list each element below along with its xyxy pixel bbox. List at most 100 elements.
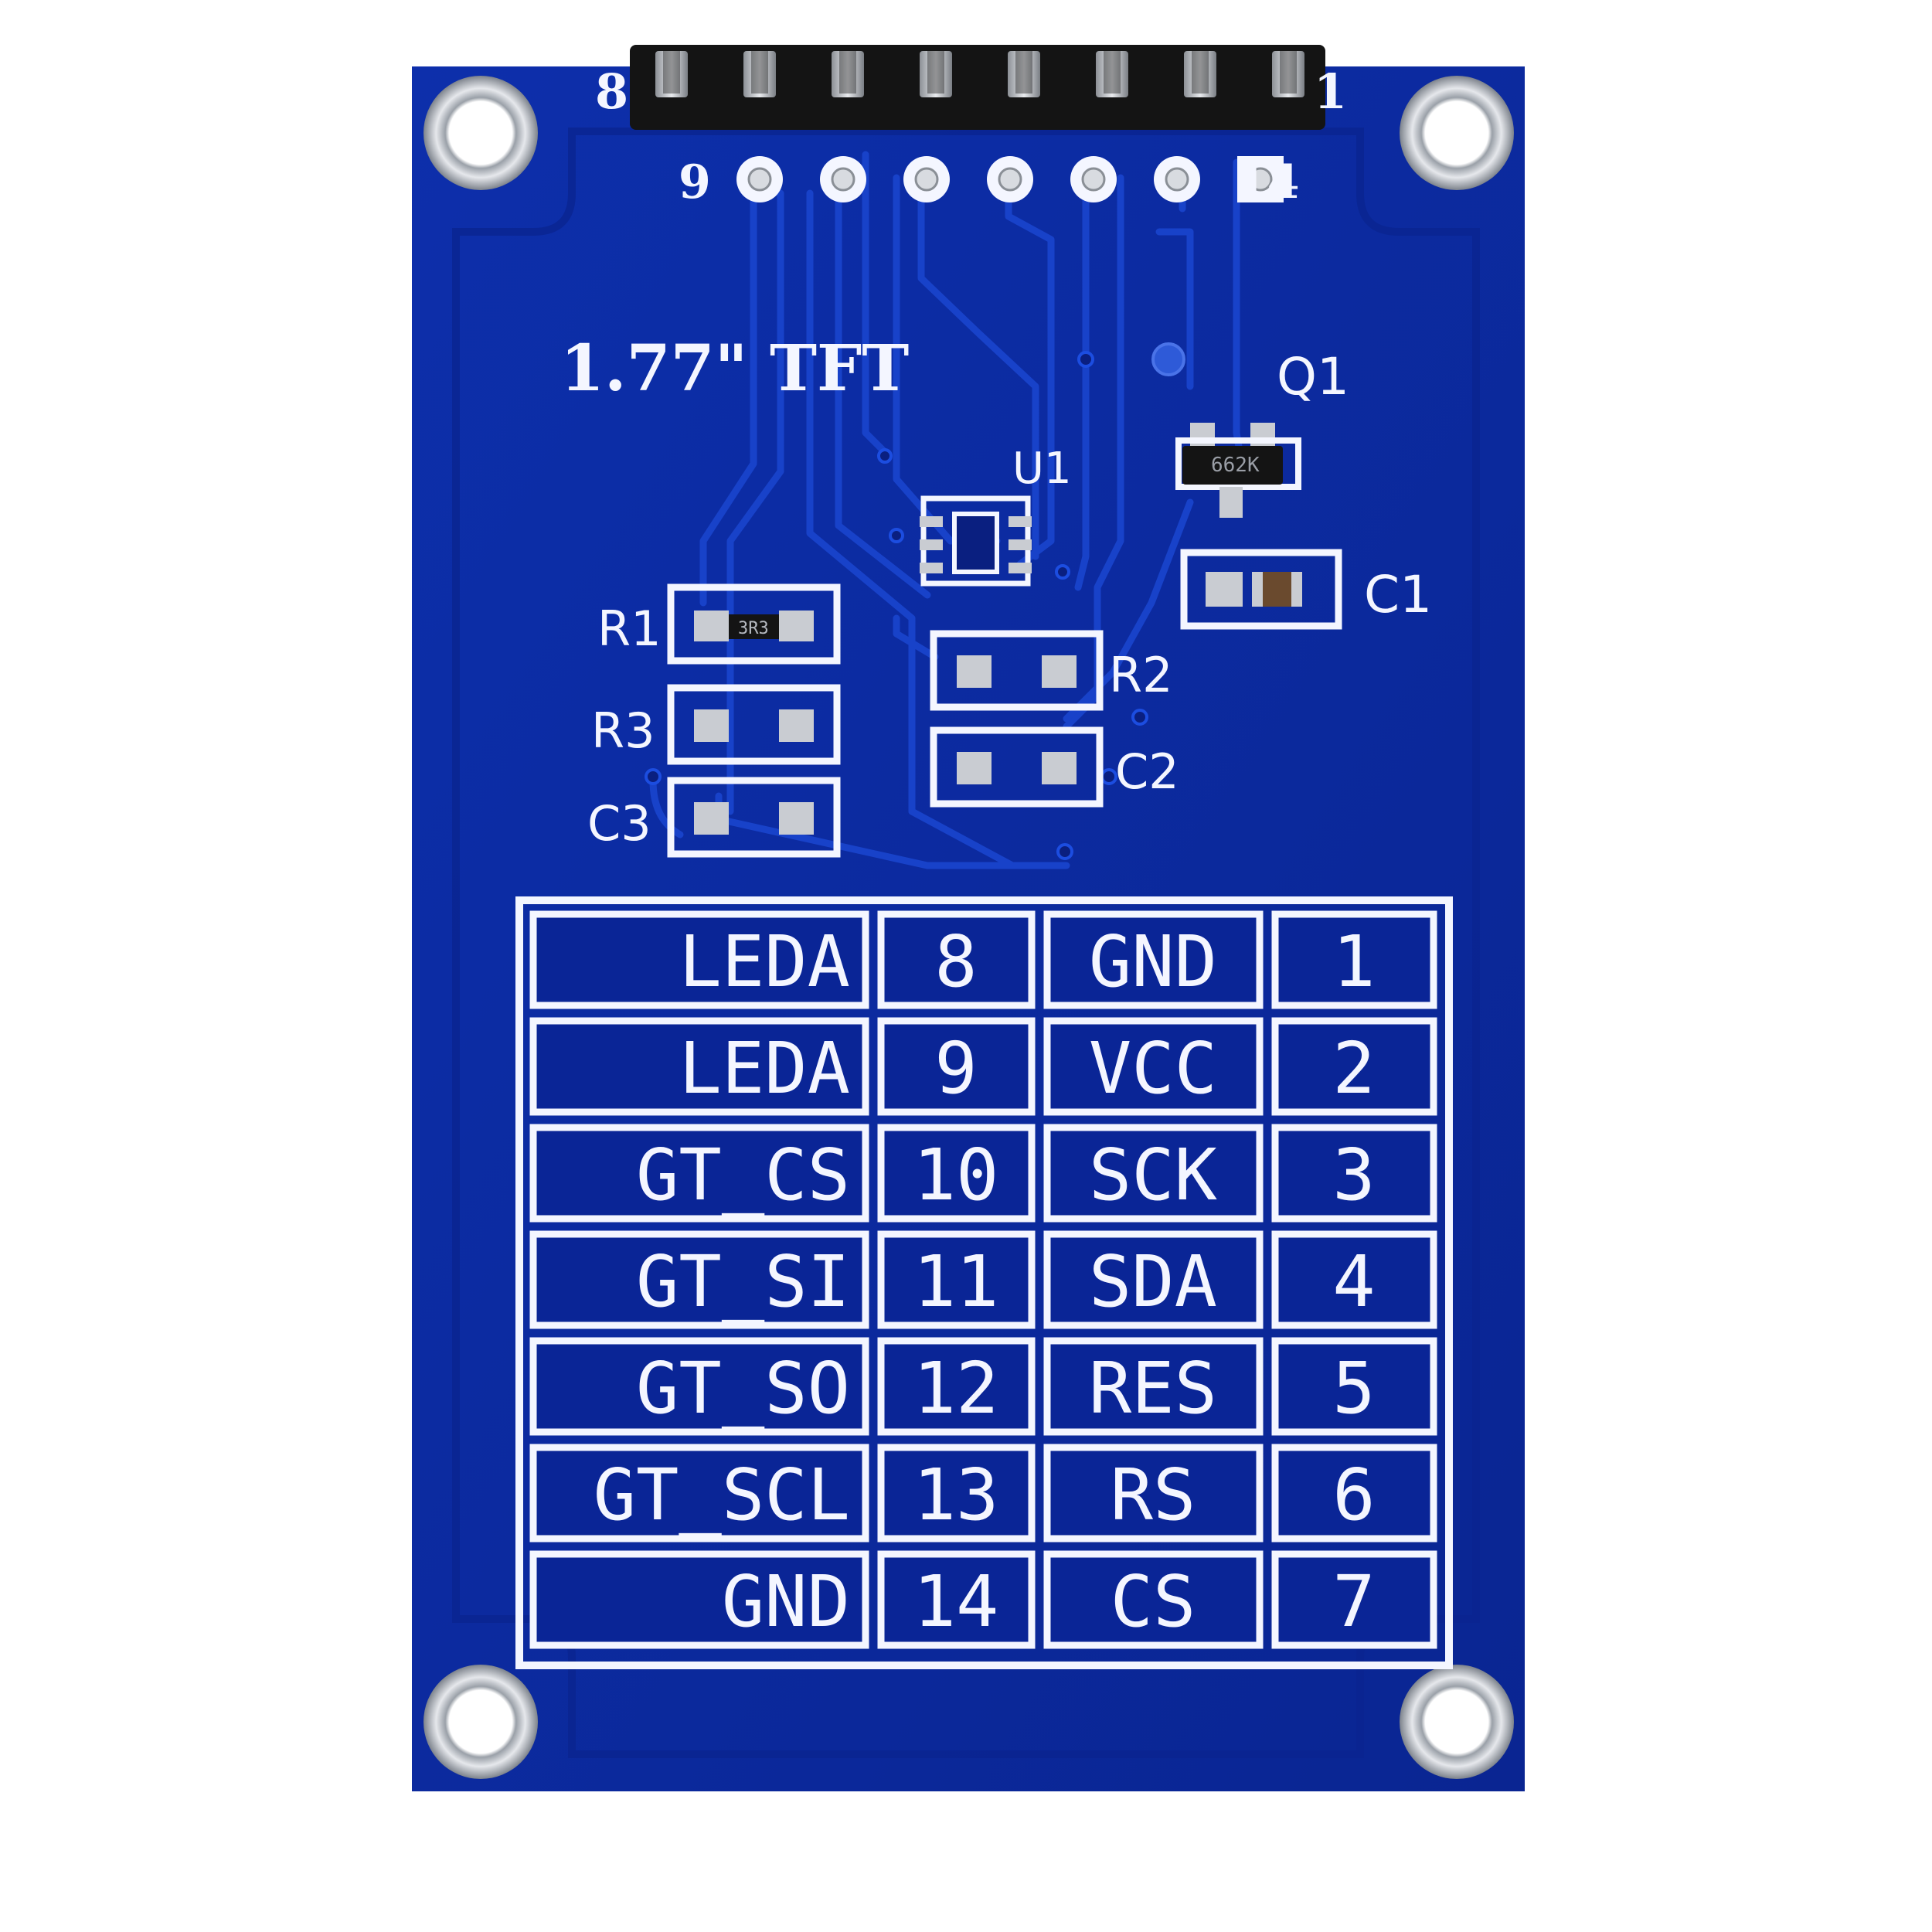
pinout-cell xyxy=(1043,1337,1264,1436)
pinout-cell xyxy=(1271,1550,1437,1649)
r2-label: R2 xyxy=(1109,647,1173,703)
mounting-hole-bottom-right xyxy=(1400,1665,1514,1779)
pin-name: GT_SO xyxy=(636,1347,850,1430)
pinout-cell xyxy=(529,1124,869,1223)
pin-name: VCC xyxy=(1089,1027,1217,1110)
pin-number: 4 xyxy=(1332,1240,1375,1323)
pin-name: GT_SI xyxy=(636,1240,850,1323)
header-pin-shadow xyxy=(1015,51,1032,94)
pin-name: LEDA xyxy=(679,920,850,1003)
pin-number: 2 xyxy=(1332,1027,1375,1110)
header-pin-shadow xyxy=(927,51,944,94)
pinout-cell xyxy=(529,1230,869,1329)
pin-name: CS xyxy=(1111,1560,1196,1643)
pin-number: 14 xyxy=(913,1560,999,1643)
pad-hole xyxy=(831,167,855,192)
c1-label: C1 xyxy=(1364,565,1432,624)
pinout-cell xyxy=(1271,1230,1437,1329)
header-pin-shadow xyxy=(839,51,856,94)
pinout-cell xyxy=(529,910,869,1009)
header-pin-shadow xyxy=(751,51,768,94)
q1-label: Q1 xyxy=(1277,347,1349,406)
pin-name: GND xyxy=(722,1560,850,1643)
pinout-cell xyxy=(1043,1124,1264,1223)
r2-pad: R2 xyxy=(930,630,1173,711)
header-pin-shadow xyxy=(663,51,680,94)
pinout-cell xyxy=(877,1124,1036,1223)
pad-hole xyxy=(747,167,772,192)
pinout-cell xyxy=(1271,1444,1437,1543)
r3-pad: R3 xyxy=(591,684,841,765)
header-pin xyxy=(832,51,864,97)
pinout-cell xyxy=(529,1337,869,1436)
pin-name: SCK xyxy=(1089,1134,1218,1216)
c3-pad: C3 xyxy=(587,777,841,858)
header-label-top-left: 8 xyxy=(595,63,628,120)
pinout-table-frame xyxy=(515,896,1453,1669)
pinout-cell xyxy=(1271,1337,1437,1436)
header-pin xyxy=(1096,51,1128,97)
r1-resistor: 3R3 R1 xyxy=(597,583,841,665)
pinout-cell xyxy=(877,910,1036,1009)
pinout-cell xyxy=(877,1230,1036,1329)
pad-hole xyxy=(1081,167,1106,192)
pinout-cell xyxy=(1271,1017,1437,1116)
pad-hole xyxy=(1248,167,1273,192)
pin-name: SDA xyxy=(1089,1240,1217,1323)
header-pin xyxy=(743,51,776,97)
header-pin-shadow xyxy=(1192,51,1209,94)
header-pin-shadow xyxy=(1280,51,1297,94)
header-pin xyxy=(655,51,688,97)
r1-label: R1 xyxy=(597,600,662,657)
header-label-top-right: 1 xyxy=(1314,63,1347,120)
mounting-hole-top-left xyxy=(423,76,538,190)
r1-marking: 3R3 xyxy=(738,619,769,638)
c2-pad: C2 xyxy=(930,726,1179,808)
pinout-cell xyxy=(1043,1230,1264,1329)
header-pin-shadow xyxy=(1104,51,1121,94)
pin-number: 11 xyxy=(913,1240,999,1323)
pin-number: 1 xyxy=(1332,920,1375,1003)
pad-label-right: 14 xyxy=(1235,155,1300,209)
mounting-holes xyxy=(423,76,1514,1779)
header-pin xyxy=(1184,51,1216,97)
pinout-cell xyxy=(877,1337,1036,1436)
pin-number: 12 xyxy=(913,1347,999,1430)
pinout-cell xyxy=(877,1017,1036,1116)
pin-header: 8 1 xyxy=(595,45,1347,130)
c1-capacitor: C1 xyxy=(1180,549,1432,630)
pin-name: LEDA xyxy=(679,1027,850,1110)
header-pin xyxy=(1272,51,1304,97)
pin-number: 7 xyxy=(1332,1560,1375,1643)
pinout-row: GND 14 CS 7 xyxy=(529,1550,1437,1649)
pin-name: GT_SCL xyxy=(594,1454,850,1536)
pin-name: RES xyxy=(1089,1347,1217,1430)
pin-name: GT_CS xyxy=(636,1134,850,1216)
c3-label: C3 xyxy=(587,795,651,852)
c2-label: C2 xyxy=(1115,743,1179,800)
u1-label: U1 xyxy=(1012,444,1072,494)
pin-number: 9 xyxy=(934,1027,977,1110)
pin-name: RS xyxy=(1111,1454,1196,1536)
pin-number: 6 xyxy=(1332,1454,1375,1536)
pinout-row: GT_SI 11 SDA 4 xyxy=(529,1230,1437,1329)
mounting-hole-bottom-left xyxy=(423,1665,538,1779)
pinout-cell xyxy=(877,1444,1036,1543)
pinout-cell xyxy=(877,1550,1036,1649)
pinout-cell xyxy=(1271,1124,1437,1223)
mounting-hole-top-right xyxy=(1400,76,1514,190)
pin-name: GND xyxy=(1089,920,1217,1003)
r3-label: R3 xyxy=(591,702,655,759)
pin-number: 10 xyxy=(913,1134,999,1216)
pin-number: 8 xyxy=(934,920,977,1003)
pinout-cell xyxy=(1043,1444,1264,1543)
header-pin xyxy=(920,51,952,97)
pad-label-left: 9 xyxy=(679,155,711,209)
pinout-cell xyxy=(529,1550,869,1649)
pinout-cell xyxy=(1043,1017,1264,1116)
pinout-row: LEDA 8 GND 1 xyxy=(529,910,1437,1009)
